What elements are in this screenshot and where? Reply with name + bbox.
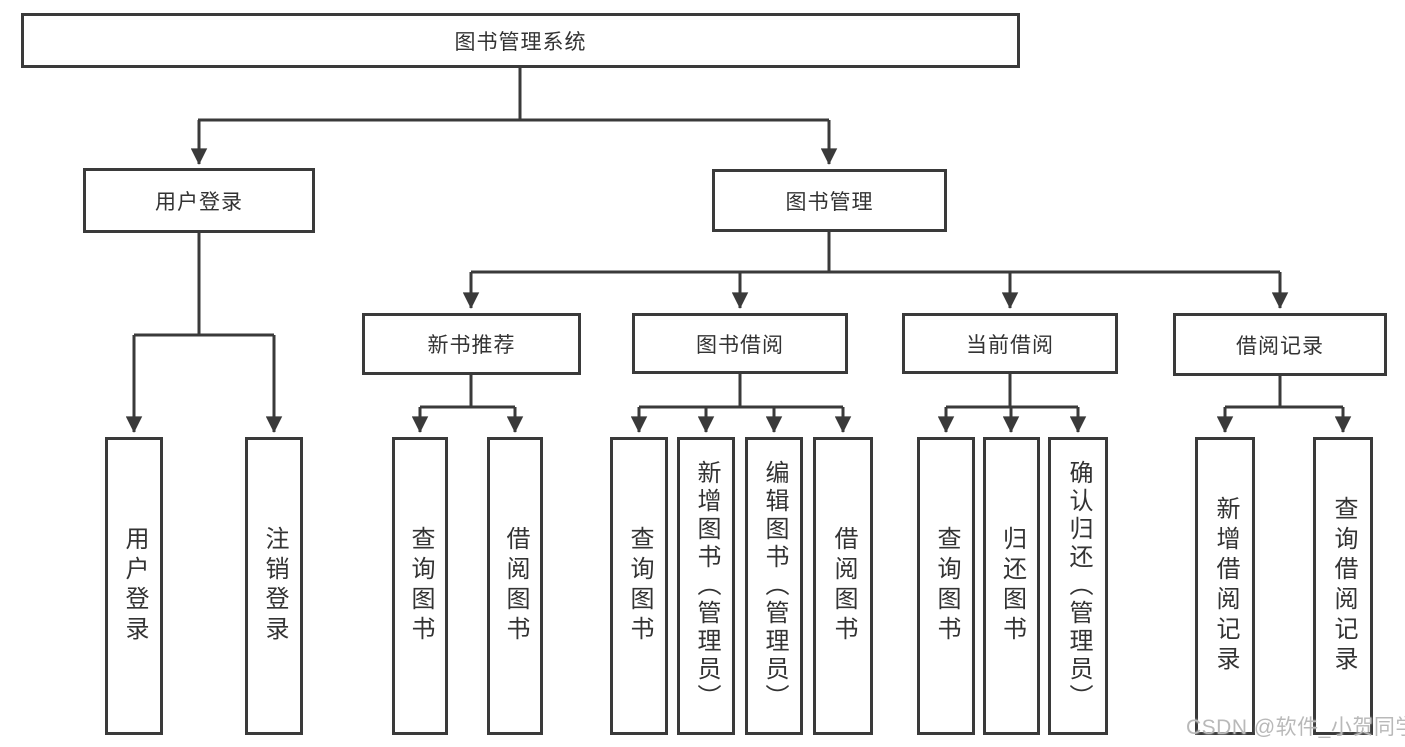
leaf-borrow-book-label: 借阅图书 xyxy=(830,526,857,646)
leaf-borrow-book-recommend-label: 借阅图书 xyxy=(502,526,529,646)
leaf-query-book-current-label: 查询图书 xyxy=(933,526,960,646)
node-new-book-recommend: 新书推荐 xyxy=(362,313,581,375)
leaf-borrow-book: 借阅图书 xyxy=(813,437,873,735)
leaf-logout: 注销登录 xyxy=(245,437,303,735)
leaf-edit-book-admin: 编辑图书（管理员） xyxy=(745,437,803,735)
leaf-add-book-admin-label: 新增图书（管理员） xyxy=(693,460,720,712)
leaf-query-borrow-record-label: 查询借阅记录 xyxy=(1330,496,1357,676)
node-root-label: 图书管理系统 xyxy=(454,30,587,54)
node-new-book-recommend-label: 新书推荐 xyxy=(427,334,516,357)
leaf-add-borrow-record: 新增借阅记录 xyxy=(1195,437,1255,735)
node-user-login: 用户登录 xyxy=(83,168,315,233)
leaf-add-borrow-record-label: 新增借阅记录 xyxy=(1212,496,1239,676)
node-borrow-record-label: 借阅记录 xyxy=(1236,334,1324,358)
csdn-watermark: CSDN @软件_小贺同学 xyxy=(1186,716,1405,739)
node-current-borrow-label: 当前借阅 xyxy=(966,333,1054,357)
leaf-return-book-label: 归还图书 xyxy=(998,526,1026,646)
leaf-query-book-borrow: 查询图书 xyxy=(610,437,668,735)
node-borrow-record: 借阅记录 xyxy=(1173,313,1387,376)
leaf-user-login: 用户登录 xyxy=(105,437,163,735)
node-book-management: 图书管理 xyxy=(712,169,947,232)
leaf-query-book-recommend: 查询图书 xyxy=(392,437,448,735)
leaf-user-login-label: 用户登录 xyxy=(121,526,148,646)
node-book-borrow: 图书借阅 xyxy=(632,313,848,374)
leaf-edit-book-admin-label: 编辑图书（管理员） xyxy=(761,460,788,712)
leaf-logout-label: 注销登录 xyxy=(261,526,288,646)
leaf-confirm-return-admin: 确认归还（管理员） xyxy=(1048,437,1108,735)
node-book-management-label: 图书管理 xyxy=(785,190,874,214)
leaf-add-book-admin: 新增图书（管理员） xyxy=(677,437,735,735)
leaf-query-book-recommend-label: 查询图书 xyxy=(407,526,434,646)
leaf-confirm-return-admin-label: 确认归还（管理员） xyxy=(1065,460,1092,712)
node-user-login-label: 用户登录 xyxy=(155,190,243,214)
leaf-return-book: 归还图书 xyxy=(983,437,1040,735)
leaf-query-book-current: 查询图书 xyxy=(917,437,975,735)
node-root: 图书管理系统 xyxy=(21,13,1020,68)
node-book-borrow-label: 图书借阅 xyxy=(696,333,784,357)
leaf-query-book-borrow-label: 查询图书 xyxy=(626,526,653,646)
leaf-query-borrow-record: 查询借阅记录 xyxy=(1313,437,1373,735)
node-current-borrow: 当前借阅 xyxy=(902,313,1118,374)
leaf-borrow-book-recommend: 借阅图书 xyxy=(487,437,543,735)
